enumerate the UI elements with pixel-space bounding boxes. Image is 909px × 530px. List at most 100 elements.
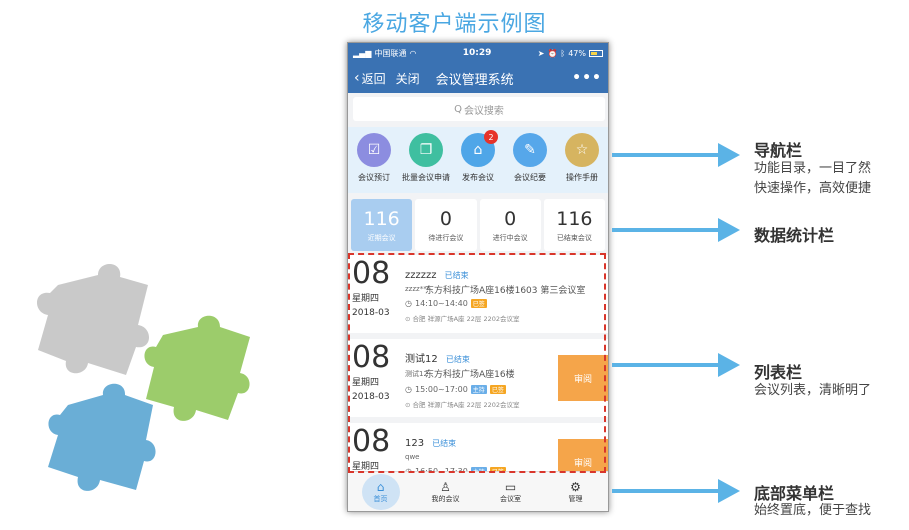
alarm-icon: ⏰ bbox=[547, 48, 558, 58]
card-year-month: 2018-03 bbox=[352, 392, 390, 402]
card-title: 测试12 bbox=[405, 354, 438, 365]
anno-stats-title: 数据统计栏 bbox=[754, 226, 835, 245]
location-pin-icon: ⊙ bbox=[405, 401, 411, 409]
more-button[interactable]: ••• bbox=[572, 70, 602, 86]
close-button[interactable]: 关闭 bbox=[395, 71, 420, 86]
card-weekday: 星期四 bbox=[352, 462, 380, 472]
signed-tag: 已签 bbox=[489, 385, 506, 394]
arrow-stats bbox=[612, 218, 740, 242]
func-publish[interactable]: ⌂ 2 发布会议 bbox=[452, 130, 504, 193]
anno-nav-desc2: 快速操作，高效便捷 bbox=[754, 181, 872, 196]
status-time: 10:29 bbox=[462, 48, 492, 58]
card-day: 08 bbox=[352, 340, 391, 375]
card-status: 已结束 bbox=[445, 355, 470, 364]
card-time: 15:00~17:00 bbox=[414, 385, 468, 394]
card-date: 08 星期四 bbox=[352, 424, 404, 473]
card-time: 14:10~14:40 bbox=[414, 299, 468, 308]
stat-label: 待进行会议 bbox=[428, 233, 464, 242]
room-icon: ▭ bbox=[504, 479, 517, 494]
card-year-month: 2018-03 bbox=[352, 308, 390, 318]
card-date: 08 星期四 2018-03 bbox=[352, 340, 404, 403]
stats-row: 116 近期会议 0 待进行会议 0 进行中会议 116 已结束会议 bbox=[348, 199, 608, 251]
host-tag: 主持 bbox=[470, 385, 487, 394]
stat-value: 0 bbox=[504, 207, 517, 230]
func-batch-apply[interactable]: ❐ 批量会议申请 bbox=[400, 133, 452, 193]
tab-my-meetings[interactable]: ♙ 我的会议 bbox=[413, 472, 478, 511]
tab-manage[interactable]: ⚙ 管理 bbox=[543, 472, 608, 511]
location-icon: ➤ bbox=[537, 48, 545, 58]
tab-meeting-room[interactable]: ▭ 会议室 bbox=[478, 472, 543, 511]
card-title: 123 bbox=[405, 438, 425, 449]
tab-home[interactable]: ⌂ 首页 bbox=[348, 472, 413, 511]
card-weekday: 星期四 bbox=[352, 294, 380, 304]
settings-icon: ⚙ bbox=[570, 479, 581, 494]
stat-value: 116 bbox=[556, 207, 593, 230]
stat-label: 已结束会议 bbox=[556, 233, 592, 242]
stat-pending[interactable]: 0 待进行会议 bbox=[415, 199, 477, 251]
search-input[interactable]: Q 会议搜索 bbox=[353, 97, 605, 121]
meeting-card[interactable]: 08 星期四 2018-03 测试12 已结束 测试12 东方科技广场A座16楼… bbox=[348, 339, 608, 417]
func-minutes[interactable]: ✎ 会议纪要 bbox=[504, 133, 556, 193]
meeting-card[interactable]: 08 星期四 2018-03 zzzzzz 已结束 zzzz*** 东方科技广场… bbox=[348, 255, 608, 333]
card-status: 已结束 bbox=[432, 439, 457, 448]
card-location-text: 合肥 祥源广场A座 22层 2202会议室 bbox=[412, 315, 520, 323]
function-nav-row: ☑ 会议预订 ❐ 批量会议申请 ⌂ 2 发布会议 ✎ 会议纪要 ☆ 操作手册 bbox=[348, 127, 608, 193]
card-weekday: 星期四 bbox=[352, 378, 380, 388]
stat-recent[interactable]: 116 近期会议 bbox=[351, 199, 413, 251]
card-status: 已结束 bbox=[444, 271, 469, 280]
card-overlay-address: 东方科技广场A座16楼 bbox=[425, 370, 515, 380]
card-sub: 测试12 bbox=[405, 370, 428, 378]
func-label: 会议预订 bbox=[358, 173, 390, 182]
anno-nav-title: 导航栏 bbox=[754, 141, 803, 160]
battery-percent: 47% bbox=[568, 48, 586, 58]
arrow-list bbox=[612, 353, 740, 377]
card-sub: qwe bbox=[405, 453, 420, 461]
clock-icon: ◷ bbox=[405, 299, 412, 308]
chevron-left-icon: ‹ bbox=[354, 70, 360, 86]
list-highlight-box bbox=[348, 253, 606, 473]
arrow-nav bbox=[612, 143, 740, 167]
anno-list-title: 列表栏 bbox=[754, 363, 803, 382]
card-body: zzzzzz 已结束 zzzz*** 东方科技广场A座16楼1603 第三会议室… bbox=[405, 263, 604, 323]
nav-bar: ‹ 返回 关闭 会议管理系统 ••• bbox=[348, 63, 608, 93]
puzzle-piece-green bbox=[144, 315, 250, 421]
phone-screen: ▂▄▆ 中国联通 ◠ 10:29 ➤ ⏰ ᛒ 47% ‹ 返回 关闭 会议管理系… bbox=[347, 42, 609, 512]
document-stack-icon: ❐ bbox=[409, 133, 443, 167]
tab-label: 我的会议 bbox=[431, 494, 460, 503]
signed-tag: 已签 bbox=[470, 299, 487, 308]
card-date: 08 星期四 2018-03 bbox=[352, 256, 404, 319]
back-button[interactable]: ‹ 返回 bbox=[354, 70, 386, 87]
func-label: 批量会议申请 bbox=[402, 173, 450, 182]
tab-label: 管理 bbox=[568, 494, 583, 503]
stat-ended[interactable]: 116 已结束会议 bbox=[543, 199, 605, 251]
calendar-check-icon: ☑ bbox=[357, 133, 391, 167]
notification-badge: 2 bbox=[484, 130, 498, 144]
card-sub: zzzz*** bbox=[405, 285, 431, 293]
stat-label: 近期会议 bbox=[367, 233, 396, 242]
back-label: 返回 bbox=[361, 71, 386, 86]
review-button[interactable]: 审阅 bbox=[558, 355, 608, 401]
stat-label: 进行中会议 bbox=[492, 233, 528, 242]
puzzle-decoration bbox=[36, 263, 250, 491]
carrier: 中国联通 bbox=[374, 48, 407, 58]
nav-title: 会议管理系统 bbox=[435, 72, 514, 88]
clock-icon: ◷ bbox=[405, 385, 412, 394]
card-day: 08 bbox=[352, 256, 391, 291]
anno-bottom-desc1: 始终置底，便于查找 bbox=[754, 503, 872, 518]
active-tab-highlight bbox=[362, 474, 400, 510]
puzzle-piece-gray bbox=[36, 263, 150, 375]
func-manual[interactable]: ☆ 操作手册 bbox=[556, 133, 608, 193]
bluetooth-icon: ᛒ bbox=[560, 48, 566, 58]
card-time-row: ◷ 15:00~17:00 主持 已签 bbox=[405, 385, 552, 394]
card-day: 08 bbox=[352, 424, 391, 459]
stat-ongoing[interactable]: 0 进行中会议 bbox=[479, 199, 541, 251]
card-body: 测试12 已结束 测试12 东方科技广场A座16楼 ◷ 15:00~17:00 … bbox=[405, 347, 552, 409]
location-pin-icon: ⊙ bbox=[405, 315, 411, 323]
func-meeting-booking[interactable]: ☑ 会议预订 bbox=[348, 133, 400, 193]
status-bar: ▂▄▆ 中国联通 ◠ 10:29 ➤ ⏰ ᛒ 47% bbox=[348, 43, 608, 63]
card-location: ⊙ 合肥 祥源广场A座 22层 2202会议室 bbox=[405, 313, 604, 323]
card-time-row: ◷ 14:10~14:40 已签 bbox=[405, 299, 604, 308]
func-label: 操作手册 bbox=[566, 173, 598, 182]
star-icon: ☆ bbox=[565, 133, 599, 167]
card-location: ⊙ 合肥 祥源广场A座 22层 2202会议室 bbox=[405, 399, 552, 409]
